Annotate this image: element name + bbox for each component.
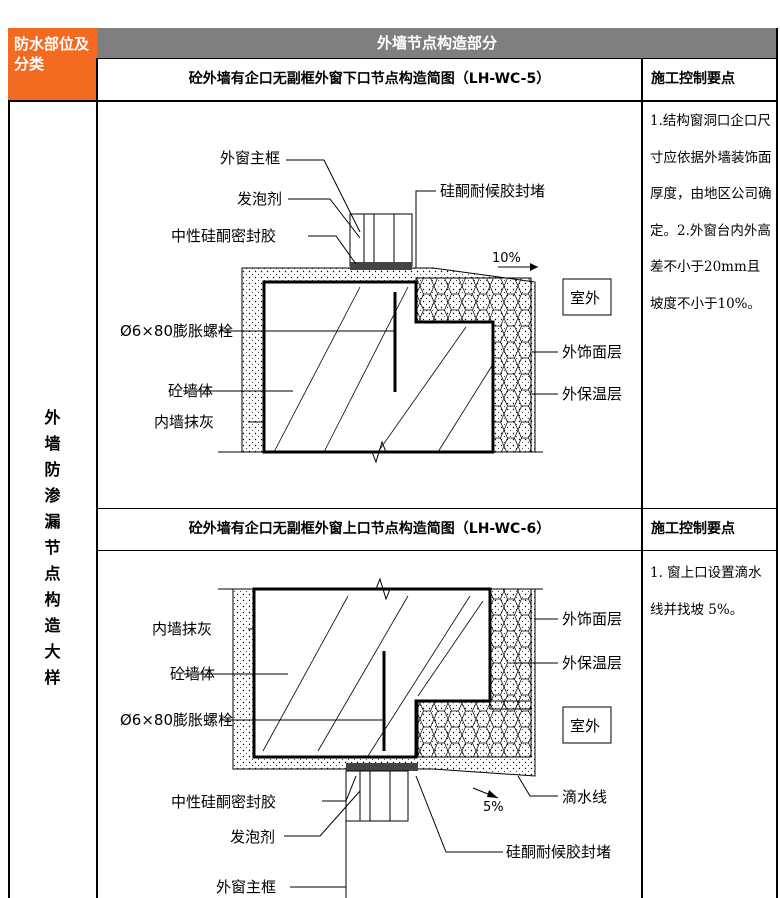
plaster-label: 内墙抹灰 [154,413,214,431]
side-char: 渗 [44,486,61,505]
section-title-upper: 砼外墙有企口无副框外窗上口节点构造简图（LH-WC-6） [188,521,551,537]
side-char: 外 [44,408,61,427]
frame-label: 外窗主框 [216,878,276,896]
weather-seal-label: 硅酮耐候胶封堵 [440,182,545,200]
grid-line [97,550,777,551]
grid-line [776,28,778,898]
grid-line [97,508,777,509]
grid-line [8,100,778,102]
side-char: 点 [44,564,61,583]
outdoor-label: 室外 [570,289,600,307]
lower-detail-drawing: 10% 室外 外窗主框 发泡剂 中性硅酮密封胶 硅酮耐候胶封堵 Ø6×80膨胀螺… [120,149,622,464]
facing-label: 外饰面层 [562,610,622,628]
foam-label: 发泡剂 [230,828,275,846]
upper-detail-drawing: 室外 5% 内墙抹灰 外饰面层 砼墙体 外保温层 Ø6×80膨胀螺栓 中性硅酮密… [120,577,622,898]
outdoor-label: 室外 [570,717,600,735]
grid-line [97,58,777,59]
side-char: 墙 [44,434,61,453]
window-frame [345,763,418,822]
plaster-label: 内墙抹灰 [152,620,212,638]
insulation-label: 外保温层 [562,385,622,403]
side-label: 外 墙 防 渗 漏 节 点 构 造 大 样 [8,405,97,691]
control-notes-lower: 1.结构窗洞口企口尺寸应依据外墙装饰面厚度，由地区公司确定。2.外窗台内外高差不… [650,113,772,312]
foam-label: 发泡剂 [237,190,282,208]
frame-label: 外窗主框 [220,149,280,167]
control-header-lower: 施工控制要点 [651,71,735,87]
window-frame [349,213,413,270]
side-char: 节 [44,538,61,557]
control-notes-upper: 1. 窗上口设置滴水线并找坡 5%。 [650,565,762,618]
control-header-upper: 施工控制要点 [651,521,735,537]
section-title-lower: 砼外墙有企口无副框外窗下口节点构造简图（LH-WC-5） [188,71,551,87]
category-header: 防水部位及分类 [8,28,97,100]
side-char: 大 [44,642,61,661]
bolt-label: Ø6×80膨胀螺栓 [120,711,233,729]
grid-line [641,58,643,898]
insulation-label: 外保温层 [562,654,622,672]
section-header: 外墙节点构造部分 [97,28,777,58]
side-char: 漏 [44,512,61,531]
weather-seal-label: 硅酮耐候胶封堵 [506,843,611,861]
side-char: 防 [44,460,61,479]
side-char: 造 [44,616,61,635]
bolt-label: Ø6×80膨胀螺栓 [120,322,233,340]
neutral-seal-label: 中性硅酮密封胶 [171,227,276,245]
facing-label: 外饰面层 [562,343,622,361]
wall-label: 砼墙体 [168,382,213,400]
drip-label: 滴水线 [562,788,607,806]
slope-label: 10% [492,251,521,266]
neutral-seal-label: 中性硅酮密封胶 [171,793,276,811]
wall-label: 砼墙体 [170,665,215,683]
slope-label: 5% [483,800,504,815]
grid-line [96,58,98,898]
side-char: 样 [44,668,61,687]
side-char: 构 [44,590,61,609]
grid-line [8,100,10,898]
